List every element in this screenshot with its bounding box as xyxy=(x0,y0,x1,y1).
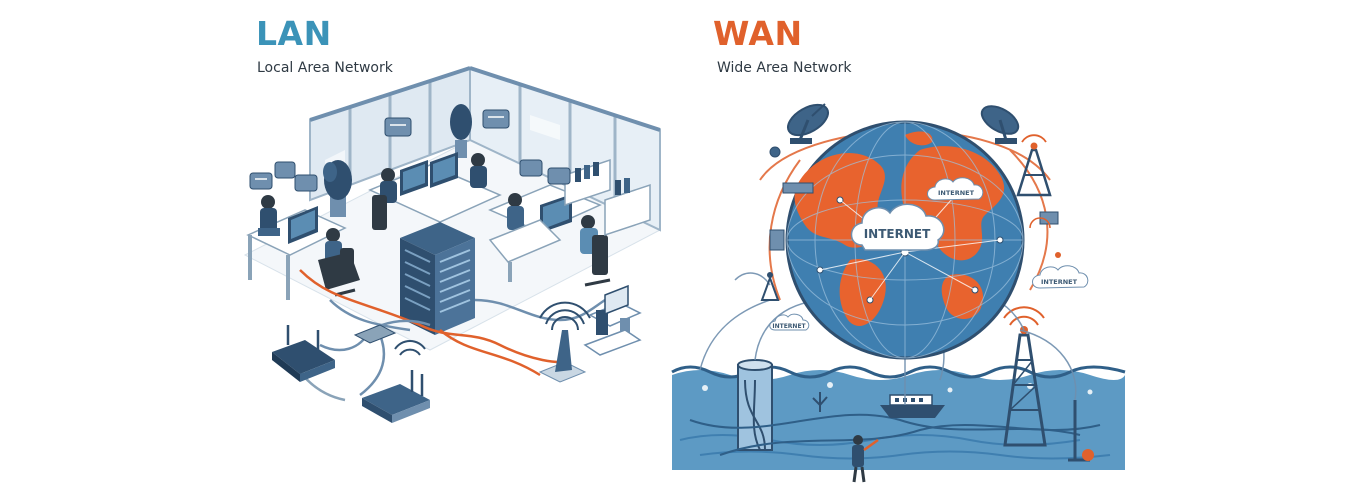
internet-label-top: INTERNET xyxy=(938,189,975,197)
lan-subtitle: Local Area Network xyxy=(257,60,393,76)
wan-title: WAN xyxy=(713,14,803,53)
radio-tower-icon xyxy=(1068,400,1094,462)
ship-icon xyxy=(880,394,945,418)
wifi-icon xyxy=(538,301,591,383)
server-rack-icon xyxy=(782,182,814,194)
wifi-icon xyxy=(394,340,426,356)
cloud-icon xyxy=(850,203,945,251)
desktop-pc-icon xyxy=(583,284,642,356)
lan-cables xyxy=(293,269,606,402)
office-room-icon xyxy=(243,66,662,351)
server-rack-icon xyxy=(769,229,785,251)
cloud-icon xyxy=(769,313,810,331)
submarine-cable-icon xyxy=(737,359,773,451)
cloud-icon xyxy=(927,177,984,201)
router-icon xyxy=(362,370,430,423)
cloud-icon xyxy=(1032,265,1089,289)
radio-tower-icon xyxy=(760,272,780,301)
wan-subtitle: Wide Area Network xyxy=(717,60,852,76)
radio-tower-icon xyxy=(1016,134,1052,197)
person-icon xyxy=(852,435,879,483)
satellite-dish-icon xyxy=(787,103,829,144)
internet-label-left: INTERNET xyxy=(772,323,806,330)
internet-label-right: INTERNET xyxy=(1041,278,1078,286)
router-icon xyxy=(272,325,335,382)
server-rack-icon xyxy=(400,222,475,335)
satellite-dish-icon xyxy=(980,105,1020,144)
lan-title: LAN xyxy=(256,14,332,53)
internet-label-main: INTERNET xyxy=(864,227,931,241)
